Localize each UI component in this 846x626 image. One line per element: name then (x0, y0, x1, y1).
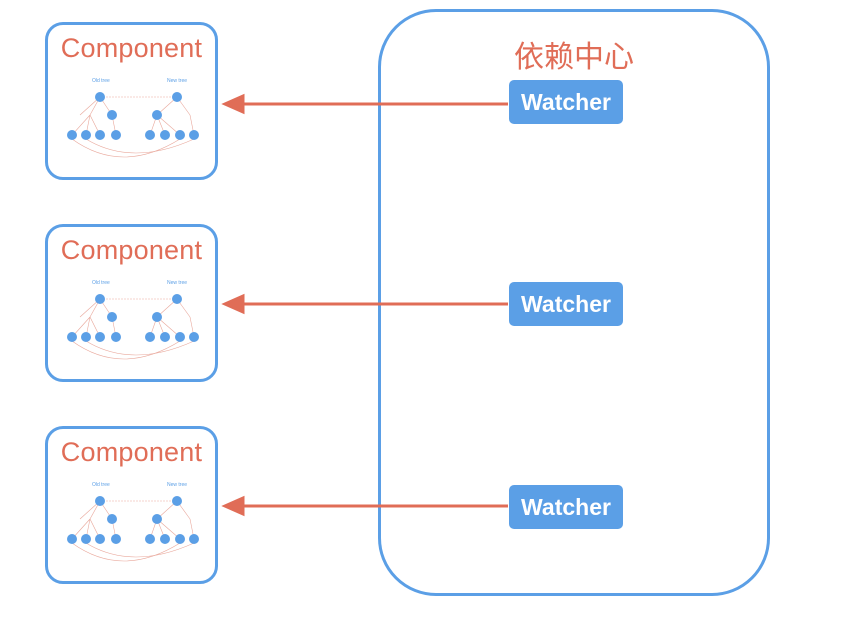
watcher-node-1: Watcher (509, 80, 623, 124)
component-title: Component (60, 235, 203, 265)
old-tree-label: Old tree (92, 482, 110, 488)
new-tree-label: New tree (167, 280, 187, 286)
component-box-1: Component Old tree New tree (45, 22, 218, 180)
arrow-head-3 (221, 495, 245, 517)
tree-diff-diagram: Old tree New tree (67, 482, 199, 562)
dependency-center-title: 依赖中心 (514, 40, 634, 75)
component-box-3: Component Old tree New tree (45, 426, 218, 584)
watcher-node-2: Watcher (509, 282, 623, 326)
watcher-node-3: Watcher (509, 485, 623, 529)
new-tree-label: New tree (167, 482, 187, 488)
old-tree-label: Old tree (92, 78, 110, 84)
old-tree-label: Old tree (92, 280, 110, 286)
new-tree-label: New tree (167, 78, 187, 84)
arrow-head-1 (221, 93, 245, 115)
component-box-2: Component Old tree New tree (45, 224, 218, 382)
arrow-head-2 (221, 293, 245, 315)
component-title: Component (60, 437, 203, 467)
component-title: Component (60, 33, 203, 63)
tree-diff-diagram: Old tree New tree (67, 78, 199, 158)
tree-diff-diagram: Old tree New tree (67, 280, 199, 360)
